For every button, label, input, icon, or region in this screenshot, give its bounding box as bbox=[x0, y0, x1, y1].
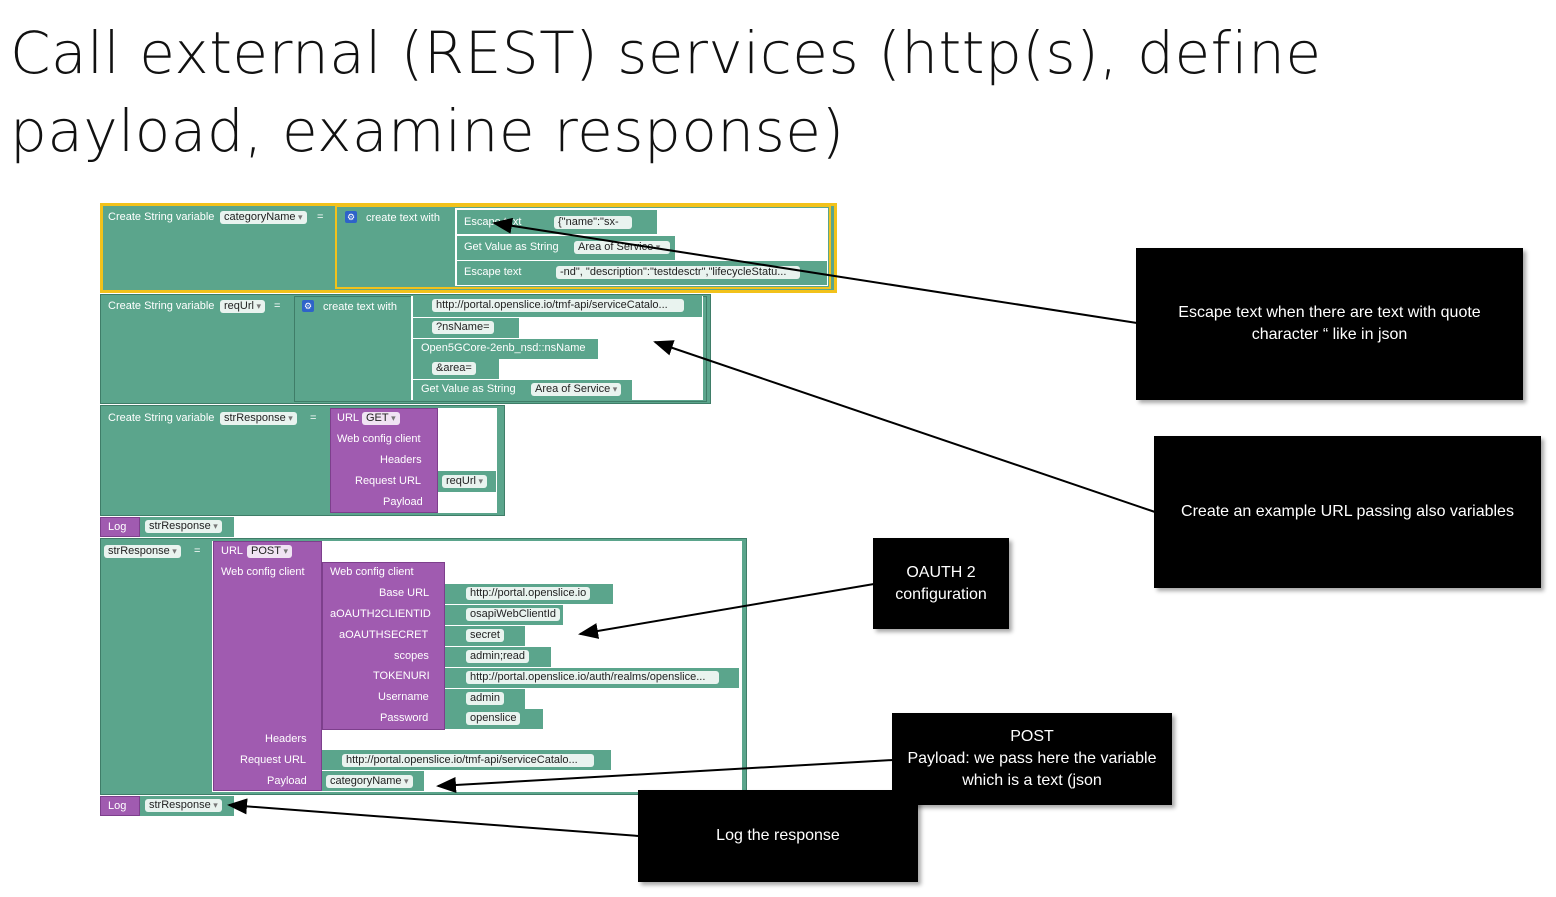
token-uri-value[interactable]: http://portal.openslice.io/auth/realms/o… bbox=[466, 671, 719, 684]
url-text-block-3[interactable] bbox=[413, 339, 598, 359]
url-text-value-2[interactable]: ?nsName= bbox=[432, 321, 494, 334]
get-inputs-slot bbox=[438, 408, 497, 513]
log-variable-dropdown-2[interactable]: strResponse bbox=[145, 799, 222, 812]
callout-oauth: OAUTH 2 configuration bbox=[873, 538, 1009, 629]
web-config-client-label: Web config client bbox=[221, 566, 305, 578]
log-label: Log bbox=[108, 521, 127, 533]
log-variable-dropdown-1[interactable]: strResponse bbox=[145, 520, 222, 533]
url-label: URL bbox=[337, 412, 360, 424]
log-block-2[interactable] bbox=[100, 796, 140, 816]
slide-title-line-2: payload, examine response) bbox=[10, 97, 845, 165]
callout-log-response: Log the response bbox=[638, 790, 918, 882]
callout-post-line-1: POST bbox=[1010, 728, 1054, 745]
scopes-label: scopes bbox=[394, 650, 429, 662]
callout-post-line-2: Payload: we pass here the variable bbox=[907, 750, 1157, 767]
callout-escape-text: Escape text when there are text with quo… bbox=[1136, 248, 1523, 400]
url-label: URL bbox=[221, 545, 244, 557]
req-url-variable-dropdown[interactable]: reqUrl bbox=[442, 475, 487, 488]
payload-variable-dropdown[interactable]: categoryName bbox=[326, 775, 413, 788]
callout-escape-text-label: Escape text when there are text with quo… bbox=[1178, 304, 1481, 343]
web-config-client-title: Web config client bbox=[330, 566, 414, 578]
method-dropdown-post[interactable]: POST bbox=[247, 545, 292, 558]
create-string-variable-label: Create String variable bbox=[108, 300, 215, 312]
arrow-url bbox=[653, 340, 1156, 513]
arrow-oauth bbox=[578, 583, 875, 639]
equals-label: = bbox=[274, 300, 281, 312]
url-text-value-1[interactable]: http://portal.openslice.io/tmf-api/servi… bbox=[432, 299, 684, 312]
variable-dropdown-str-response[interactable]: strResponse bbox=[220, 412, 297, 425]
arrow-payload bbox=[436, 759, 894, 793]
equals-label: = bbox=[317, 211, 324, 223]
get-value-as-string-label: Get Value as String bbox=[464, 241, 559, 253]
callout-oauth-line-1: OAUTH 2 bbox=[906, 563, 976, 581]
create-text-with-label: create text with bbox=[366, 212, 440, 224]
payload-label: Payload bbox=[267, 775, 307, 787]
token-uri-label: TOKENURI bbox=[373, 670, 430, 682]
arrow-escape bbox=[492, 217, 1138, 324]
client-id-value[interactable]: osapiWebClientId bbox=[466, 608, 561, 621]
area-of-service-dropdown[interactable]: Area of Service bbox=[531, 383, 622, 396]
callout-example-url: Create an example URL passing also varia… bbox=[1154, 436, 1541, 588]
url-post-block[interactable] bbox=[213, 541, 322, 791]
password-value[interactable]: openslice bbox=[466, 712, 521, 725]
payload-label: Payload bbox=[383, 496, 423, 508]
web-config-client-block[interactable] bbox=[322, 562, 445, 730]
method-dropdown-get[interactable]: GET bbox=[362, 412, 400, 425]
callout-example-url-label: Create an example URL passing also varia… bbox=[1181, 503, 1514, 520]
escape-text-value-1[interactable]: {"name":"sx- bbox=[554, 216, 632, 229]
escape-text-label: Escape text bbox=[464, 266, 522, 278]
variable-dropdown-str-response[interactable]: strResponse bbox=[104, 545, 181, 558]
web-config-client-label: Web config client bbox=[337, 433, 421, 445]
base-url-label: Base URL bbox=[379, 587, 430, 599]
equals-label: = bbox=[310, 412, 317, 424]
create-text-with-label: create text with bbox=[323, 301, 397, 313]
headers-label: Headers bbox=[265, 733, 307, 745]
gear-icon[interactable]: ⚙ bbox=[302, 300, 314, 312]
log-label: Log bbox=[108, 800, 127, 812]
escape-text-value-2[interactable]: -nd", "description":"testdesctr","lifecy… bbox=[556, 266, 800, 279]
create-string-variable-label: Create String variable bbox=[108, 211, 215, 223]
secret-label: aOAUTHSECRET bbox=[339, 629, 429, 641]
username-label: Username bbox=[378, 691, 429, 703]
arrow-log bbox=[227, 798, 640, 837]
url-get-block[interactable] bbox=[330, 408, 438, 513]
url-text-value-3[interactable]: Open5GCore-2enb_nsd::nsName bbox=[421, 342, 586, 354]
get-value-as-string-label: Get Value as String bbox=[421, 383, 516, 395]
gear-icon[interactable]: ⚙ bbox=[345, 211, 357, 223]
headers-label: Headers bbox=[380, 454, 422, 466]
callout-oauth-line-2: configuration bbox=[895, 585, 987, 603]
password-label: Password bbox=[380, 712, 429, 724]
base-url-value[interactable]: http://portal.openslice.io bbox=[466, 587, 591, 600]
callout-log-response-label: Log the response bbox=[716, 827, 840, 844]
request-url-value[interactable]: http://portal.openslice.io/tmf-api/servi… bbox=[342, 754, 594, 767]
url-text-value-4[interactable]: &area= bbox=[432, 362, 476, 375]
callout-post-payload: POST Payload: we pass here the variable … bbox=[892, 713, 1172, 805]
slide-title: Call external (REST) services (http(s), … bbox=[10, 14, 1410, 170]
secret-value[interactable]: secret bbox=[466, 629, 504, 642]
request-url-label: Request URL bbox=[355, 475, 422, 487]
log-block-1[interactable] bbox=[100, 517, 140, 537]
create-string-variable-label: Create String variable bbox=[108, 412, 215, 424]
variable-dropdown-req-url[interactable]: reqUrl bbox=[220, 300, 265, 313]
request-url-label: Request URL bbox=[240, 754, 307, 766]
variable-dropdown-category-name[interactable]: categoryName bbox=[220, 211, 307, 224]
equals-label: = bbox=[194, 545, 201, 557]
username-value[interactable]: admin bbox=[466, 692, 504, 705]
client-id-label: aOAUTH2CLIENTID bbox=[330, 608, 431, 620]
slide-title-line-1: Call external (REST) services (http(s), … bbox=[10, 19, 1322, 87]
callout-post-line-3: which is a text (json bbox=[962, 772, 1102, 789]
scopes-value[interactable]: admin;read bbox=[466, 650, 530, 663]
